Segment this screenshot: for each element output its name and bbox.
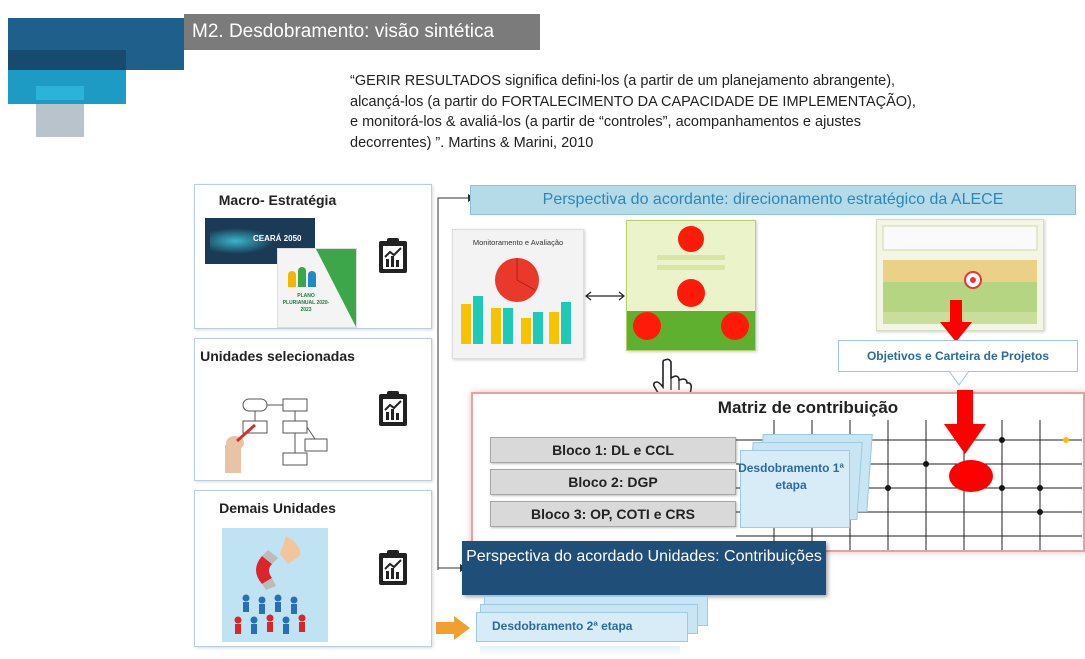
- card-stack-front: [740, 450, 850, 528]
- magnet-icon: [234, 536, 306, 634]
- header-decoration: [8, 50, 126, 70]
- desdobramento-2-label: Desdobramento 2ª etapa: [492, 619, 633, 633]
- perspectiva-acordado: Perspectiva do acordado Unidades: Contri…: [462, 541, 826, 595]
- panel-unidades-selecionadas: Unidades selecionadas: [194, 338, 432, 481]
- matriz-title: Matriz de contribuição: [717, 398, 899, 417]
- panel-demais-unidades: Demais Unidades: [194, 490, 432, 647]
- perspectiva-acordante: Perspectiva do acordante: direcionamento…: [470, 185, 1076, 215]
- clipboard-chart-icon: [379, 550, 407, 585]
- magnet-image: [222, 528, 328, 642]
- down-arrow-icon: [944, 390, 993, 492]
- flowchart-drawing: [225, 398, 328, 473]
- mapa-estrategico-image: [626, 220, 756, 351]
- orange-arrow-icon: [436, 616, 470, 640]
- down-arrow-icon: [940, 300, 972, 342]
- ceara-logo-image: CEARÁ 2050: [205, 218, 315, 264]
- plano-plurianual-image: PLANO PLURIANUAL 2020-2023: [277, 248, 357, 328]
- monitoramento-image: Monitoramento e Avaliação: [452, 229, 584, 359]
- slide-title: M2. Desdobramento: visão sintética: [184, 14, 540, 50]
- clipboard-chart-icon: [379, 391, 407, 426]
- bloco-2: Bloco 2: DGP: [490, 469, 736, 495]
- callout-pointer: [948, 371, 970, 386]
- panel-title: Macro- Estratégia: [218, 192, 337, 208]
- bloco-1: Bloco 1: DL e CCL: [490, 437, 736, 463]
- mapa-drawing: [627, 226, 755, 350]
- header-decoration: [36, 86, 84, 100]
- double-arrow-icon: [585, 291, 625, 301]
- clipboard-chart-icon: [379, 238, 407, 273]
- reflection: [480, 646, 680, 656]
- quote-text: “GERIR RESULTADOS significa defini-los (…: [350, 73, 916, 151]
- card-stack-front: [476, 612, 688, 642]
- panel-macro-estrategia: Macro- Estratégia CEARÁ 2050 PLANO PLURI…: [194, 184, 432, 329]
- panel-title: Unidades selecionadas: [200, 348, 355, 364]
- objetivos-carteira-projetos: Objetivos e Carteira de Projetos: [838, 340, 1078, 372]
- monitor-chart: [461, 258, 571, 344]
- header-decoration: [36, 104, 84, 137]
- plano-estrategico-image: [876, 219, 1044, 331]
- bloco-3: Bloco 3: OP, COTI e CRS: [490, 501, 736, 527]
- plano-drawing: [882, 225, 1038, 324]
- desdobramento-1-label: Desdobramento 1ª etapa: [738, 461, 844, 492]
- panel-title: Demais Unidades: [219, 500, 336, 516]
